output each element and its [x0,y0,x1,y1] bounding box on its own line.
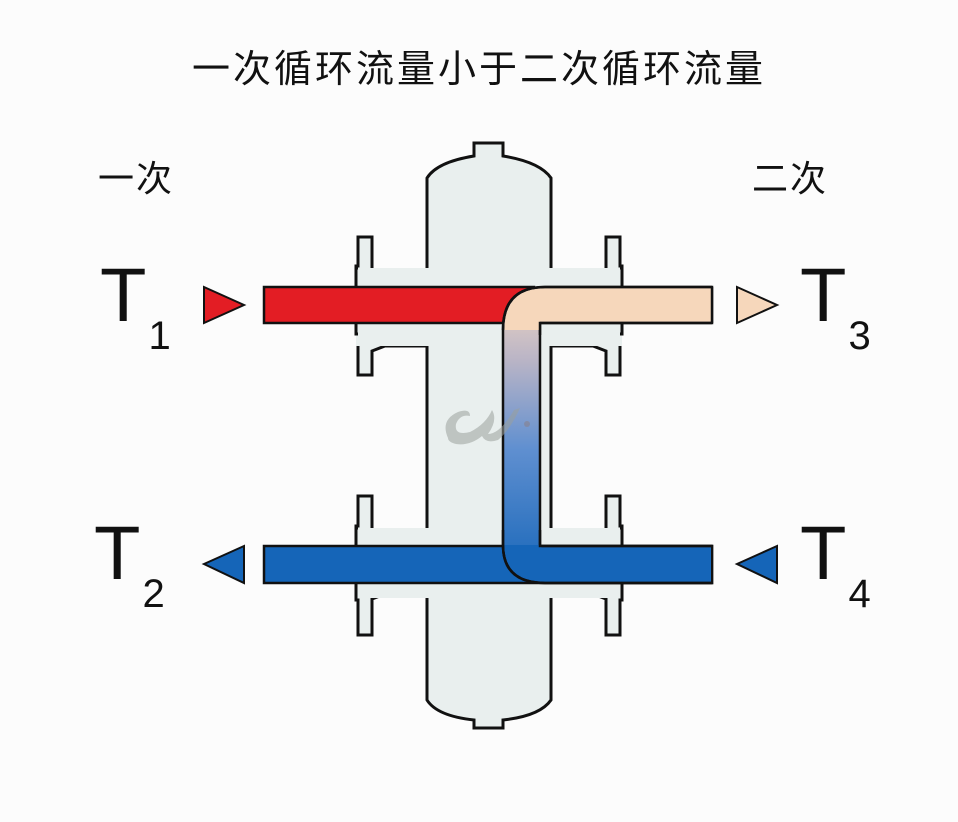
hot-pipe-primary [262,285,536,325]
port-label-t1: T1 [100,253,171,359]
t4-inflow-arrow-icon [734,544,778,585]
port-label-t2: T2 [94,511,165,617]
t2-outflow-arrow-icon [201,544,245,585]
port-label-t3: T3 [800,253,871,359]
primary-side-label: 一次 [98,159,175,200]
secondary-side-label: 二次 [752,159,829,200]
page-title: 一次循环流量小于二次循环流量 [191,47,766,91]
watermark-logo [445,408,530,445]
t1-inflow-arrow-icon [203,285,247,325]
t3-outflow-arrow-icon [736,285,780,325]
port-label-t4: T4 [800,511,871,617]
